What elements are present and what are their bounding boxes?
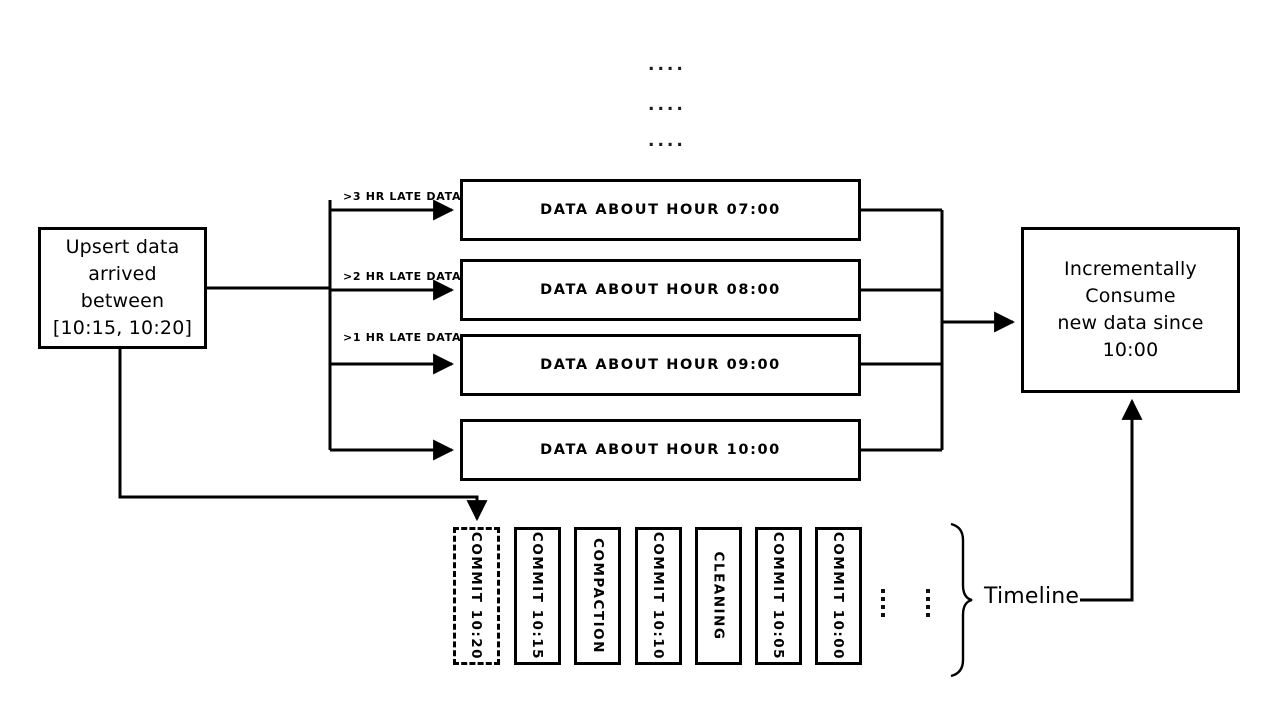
wire-timeline-to-consumer [1080, 398, 1143, 602]
dot [926, 597, 930, 601]
timeline-box-compaction[interactable]: COMPACTION [574, 527, 621, 665]
edge-label-1hr-late: >1 HR LATE DATA [343, 331, 462, 344]
hour-box-09-label: DATA ABOUT HOUR 09:00 [540, 357, 781, 373]
edge-label-3hr-late: >3 HR LATE DATA [343, 190, 462, 203]
consumer-box[interactable]: Incrementally Consume new data since 10:… [1021, 227, 1240, 393]
hour-box-08-label: DATA ABOUT HOUR 08:00 [540, 282, 781, 298]
timeline-box-commit-10-05-label: COMMIT 10:05 [770, 531, 787, 661]
hour-box-10-label: DATA ABOUT HOUR 10:00 [540, 442, 781, 458]
dot [881, 589, 885, 593]
hour-box-08[interactable]: DATA ABOUT HOUR 08:00 [460, 259, 861, 321]
edge-label-2hr-late: >2 HR LATE DATA [343, 270, 462, 283]
hour-box-07-label: DATA ABOUT HOUR 07:00 [540, 202, 781, 218]
timeline-box-commit-10-00[interactable]: COMMIT 10:00 [815, 527, 862, 665]
dot [926, 605, 930, 609]
timeline-brace [950, 522, 973, 678]
ellipsis-row-1: .... [648, 55, 686, 75]
dot [926, 589, 930, 593]
timeline-box-commit-10-10[interactable]: COMMIT 10:10 [635, 527, 682, 665]
timeline-box-compaction-label: COMPACTION [589, 538, 606, 654]
consumer-line-1: Incrementally Consume [1064, 258, 1197, 307]
timeline-box-commit-10-05[interactable]: COMMIT 10:05 [755, 527, 802, 665]
hour-box-09[interactable]: DATA ABOUT HOUR 09:00 [460, 334, 861, 396]
ellipsis-row-2: .... [648, 95, 686, 115]
source-line-1: Upsert data [65, 236, 180, 258]
source-line-3: [10:15, 10:20] [52, 317, 193, 339]
dot [881, 597, 885, 601]
consumer-line-2: new data since 10:00 [1057, 312, 1204, 361]
source-box[interactable]: Upsert data arrived between [10:15, 10:2… [38, 227, 207, 349]
timeline-ellipsis-1 [881, 589, 885, 617]
timeline-box-commit-10-20-label: COMMIT 10:20 [468, 531, 485, 661]
timeline-box-commit-10-00-label: COMMIT 10:00 [830, 531, 847, 661]
timeline-box-commit-10-20[interactable]: COMMIT 10:20 [453, 527, 500, 665]
timeline-box-commit-10-10-label: COMMIT 10:10 [650, 531, 667, 661]
timeline-box-cleaning-label: CLEANING [710, 551, 727, 641]
timeline-box-cleaning[interactable]: CLEANING [695, 527, 742, 665]
timeline-box-commit-10-15-label: COMMIT 10:15 [529, 531, 546, 661]
hour-box-10[interactable]: DATA ABOUT HOUR 10:00 [460, 419, 861, 481]
wire-source-to-commit-10-20 [118, 349, 488, 522]
dot [881, 613, 885, 617]
dot [881, 605, 885, 609]
hour-box-07[interactable]: DATA ABOUT HOUR 07:00 [460, 179, 861, 241]
source-line-2: arrived between [80, 263, 165, 312]
timeline-label: Timeline [984, 584, 1080, 609]
timeline-box-commit-10-15[interactable]: COMMIT 10:15 [514, 527, 561, 665]
dot [926, 613, 930, 617]
ellipsis-row-3: .... [648, 131, 686, 151]
timeline-ellipsis-2 [926, 589, 930, 617]
